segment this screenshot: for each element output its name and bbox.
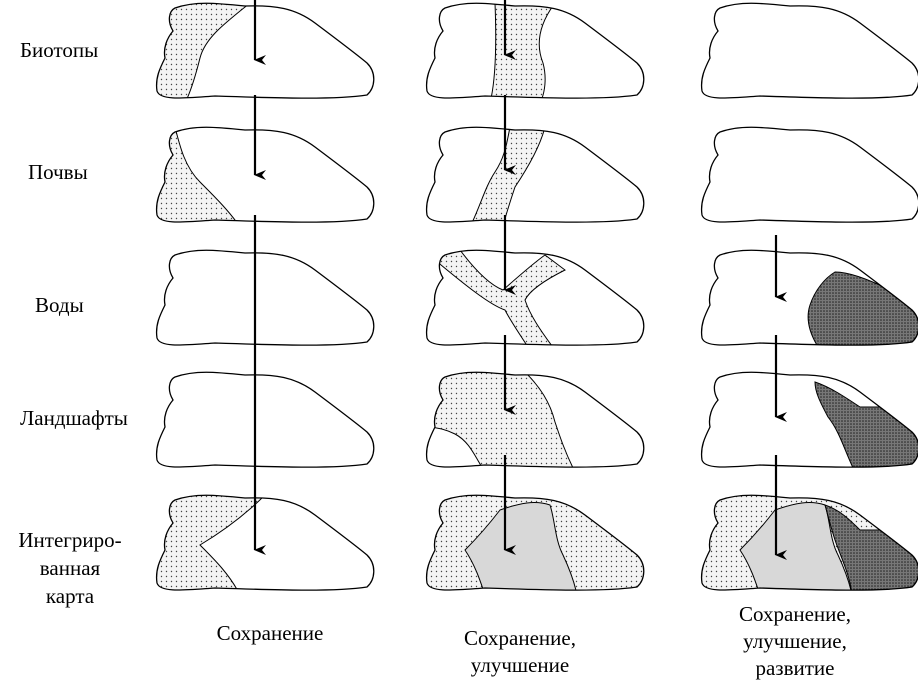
row-label-integrated-map: Интегриро- ванная карта [5,526,135,610]
map-soils-col3 [700,126,918,223]
map-waters-col2 [425,249,645,346]
map-soils-col1 [155,126,375,223]
column-label-preservation-improvement: Сохранение, улучшение [430,625,610,679]
column-label-preservation-improvement-development: Сохранение, улучшение, развитие [705,601,885,682]
arrows [253,0,787,560]
label-line: карта [45,584,95,608]
label-line: Сохранение [216,621,324,645]
label-line: улучшение, [743,629,847,653]
map-landscapes-col3 [700,371,918,468]
label-line: развитие [755,656,835,680]
map-landscapes-col1 [155,371,375,468]
map-integrated-col3 [700,494,918,591]
row-label-landscapes: Ландшафты [20,406,128,430]
label-line: ванная [39,556,101,580]
label-line: Сохранение, [739,602,851,626]
label-line: Сохранение, [464,626,576,650]
map-landscapes-col2 [425,371,645,468]
row-label-waters: Воды [35,293,84,317]
map-soils-col2 [425,126,645,223]
map-waters-col1 [155,249,375,346]
map-waters-col3 [700,249,918,346]
column-label-preservation: Сохранение [180,620,360,647]
label-line: улучшение [470,653,570,677]
map-integrated-col2 [425,494,645,591]
label-line: Интегриро- [18,528,122,552]
map-biotopes-col2 [425,2,645,99]
map-biotopes-col3 [700,2,918,99]
map-biotopes-col1 [155,2,375,99]
row-label-soils: Почвы [28,160,88,184]
map-integrated-col1 [155,494,375,591]
row-label-biotopes: Биотопы [20,38,99,62]
